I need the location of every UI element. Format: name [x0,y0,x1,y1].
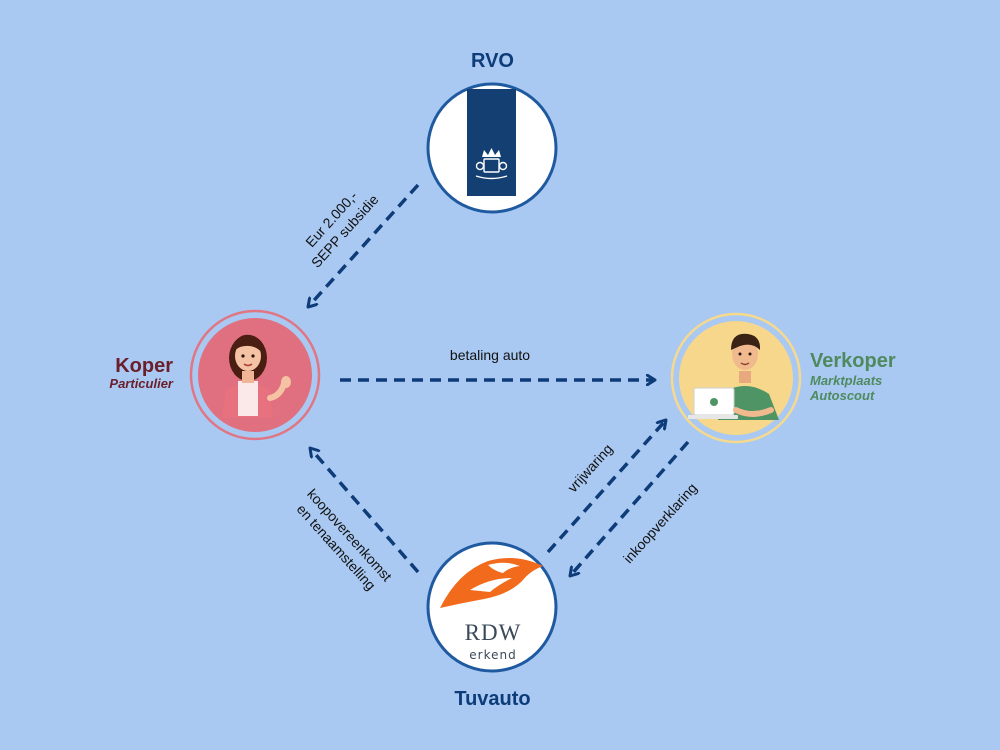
man-with-laptop-avatar-icon [688,333,779,420]
verkoper-name: Verkoper [810,350,896,372]
koper-subtitle: Particulier [109,376,173,391]
arrow-rvo-to-koper [308,183,420,307]
verkoper-subtitle-2: Autoscout [810,388,875,403]
node-rvo [426,82,558,214]
koper-name: Koper [115,355,173,377]
node-verkoper [670,312,802,444]
edge-label-payment: betaling auto [449,347,531,363]
arrow-verkoper-to-tuvauto [570,440,690,576]
rdw-logo-text: RDW [465,620,522,645]
arrow-tuvauto-to-koper [310,448,420,574]
verkoper-subtitle-1: Marktplaats [810,373,883,388]
rdw-logo-subtext: erkend [469,648,516,662]
arrow-tuvauto-to-verkoper [546,420,666,554]
node-tuvauto: RDW erkend [426,541,558,673]
crown-icon [475,148,508,180]
verkoper-label: Verkoper Marktplaats Autoscout [810,350,896,403]
koper-label: Koper Particulier [109,355,173,391]
rvo-title: RVO [471,50,514,72]
node-koper [189,309,321,441]
arrows [308,183,690,576]
tuvauto-title: Tuvauto [454,688,531,710]
woman-avatar-icon [222,334,291,418]
rvo-logo-banner [467,89,516,196]
rdw-flame-icon [440,557,543,608]
